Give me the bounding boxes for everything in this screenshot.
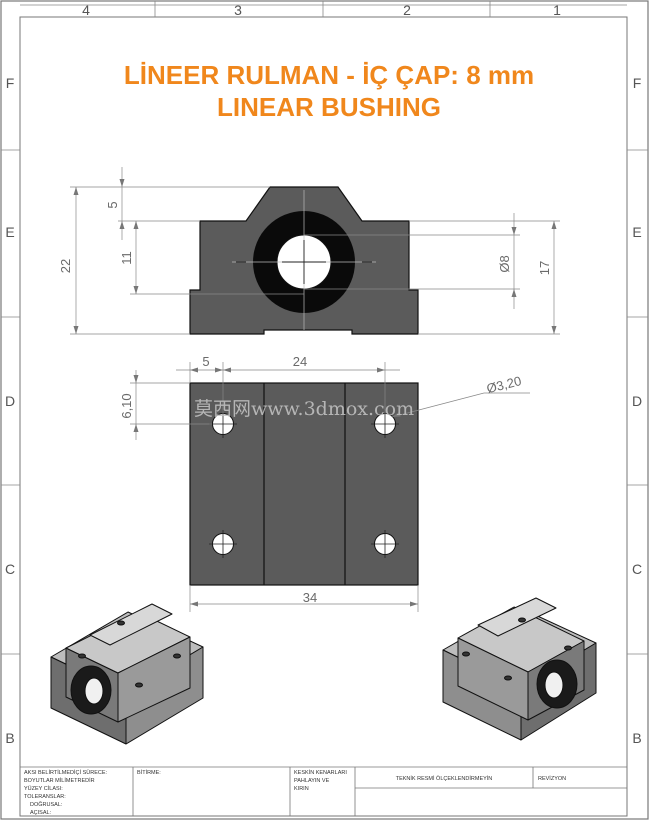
tb-label: DOĞRUSAL: [30,801,63,808]
iso-left-hole [78,653,86,659]
front-view [189,186,419,335]
dim-hole-spacing: 24 [293,354,307,369]
dim-bore-diameter: Ø8 [497,255,512,272]
row-label-B-left: B [5,730,14,746]
watermark: 莫西网www.3dmox.com [194,398,414,420]
title-block [20,766,627,816]
iso-right-hole [518,617,526,623]
dim-total-height: 22 [58,259,73,273]
tb-label: AKSI BELİRTİLMEDİÇİ SÜRECE: [24,769,108,776]
dim-center-height: 17 [537,261,552,275]
tb-revision-label: REVİZYON [538,775,566,782]
row-label-F-left: F [6,75,15,91]
sheet-inner-border [19,16,628,817]
dim-hole-offset-y: 6,10 [119,393,134,418]
iso-right-bore [544,671,564,699]
row-label-C-right: C [632,561,642,577]
iso-left-hole [117,620,125,626]
column-label-4: 4 [82,2,90,18]
iso-left-ridge [89,603,173,646]
row-label-D-right: D [632,393,642,409]
isometric-view-right [442,597,597,741]
tb-deburr-label: KESKİN KENARLARI [294,769,347,776]
tb-finish-label: BİTİRME: [137,769,161,776]
row-label-C-left: C [5,561,15,577]
front-view-arrowheads [73,179,557,334]
tb-deburr-label: PAHLAYIN VE [294,778,330,784]
dim-mid-height: 11 [119,251,134,265]
column-label-1: 1 [553,2,561,18]
row-markers [1,149,648,655]
dim-edge-offset: 5 [202,354,209,369]
tb-drawing-note: TEKNİK RESMİ ÖLÇEKLENDİRMEYİN [396,775,493,782]
iso-right-ridge [477,597,557,637]
drawing-title-line2: LINEAR BUSHING [217,92,441,122]
iso-left-hole [173,653,181,659]
top-view [189,382,419,586]
iso-right-hole [504,675,512,681]
drawing-title-line1: LİNEER RULMAN - İÇ ÇAP: 8 mm [124,60,534,90]
tb-deburr-label: KIRIN [294,786,309,792]
top-view-arrowheads [133,367,418,607]
column-label-2: 2 [403,2,411,18]
column-markers [154,1,491,17]
dim-top-offset: 5 [105,201,120,208]
iso-right-hole [462,651,470,657]
isometric-view-left [50,603,204,745]
row-label-B-right: B [632,730,641,746]
row-label-E-left: E [5,224,14,240]
tb-label: BOYUTLAR MİLİMETREDİR [24,777,95,784]
column-label-3: 3 [234,2,242,18]
iso-right-hole [564,645,572,651]
row-label-E-right: E [632,224,641,240]
iso-left-bore [84,677,104,705]
dim-length: 34 [303,590,317,605]
iso-left-hole [135,682,143,688]
tb-label: YÜZEY CİLASI: [24,785,63,792]
tb-label: TOLERANSLAR: [24,794,66,800]
row-label-D-left: D [5,393,15,409]
tb-label: AÇISAL: [30,810,52,816]
row-label-F-right: F [633,75,642,91]
iso-left-block-side [117,636,191,723]
